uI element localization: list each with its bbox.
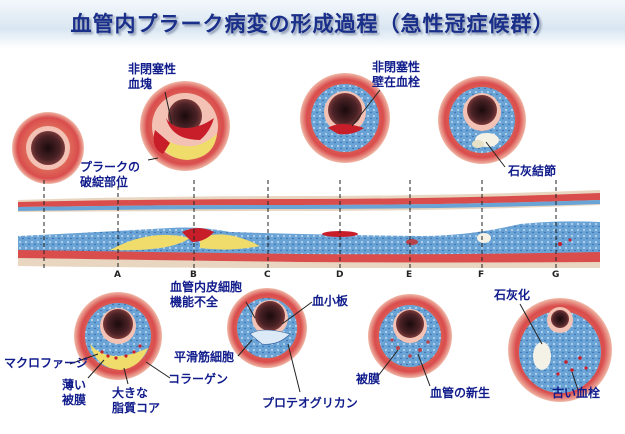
marker-f: F <box>478 270 485 280</box>
label-macrophage: マクロファージ <box>4 356 88 370</box>
section-mural-thrombus <box>300 73 390 163</box>
title-band <box>0 0 625 48</box>
label-calcified-nodule: 石灰結節 <box>508 164 557 178</box>
label-thin-cap: 薄い 被膜 <box>62 378 87 407</box>
label-cap: 被膜 <box>356 372 381 386</box>
section-vulnerable-plaque <box>74 292 162 380</box>
label-old-thrombus: 古い血栓 <box>552 386 601 400</box>
section-calcified-nodule <box>438 76 526 164</box>
label-plaque-rupture: プラークの 破綻部位 <box>80 160 141 189</box>
marker-e: E <box>406 270 413 280</box>
marker-c: C <box>264 270 271 280</box>
label-calcification: 石灰化 <box>494 288 531 302</box>
page-title: 血管内プラーク病変の形成過程（急性冠症候群） <box>70 12 555 36</box>
bottom-leaders <box>69 301 579 393</box>
section-plaque-rupture <box>140 81 230 171</box>
section-healed-plaque <box>508 298 612 402</box>
section-lines <box>43 180 557 268</box>
label-smooth-muscle: 平滑筋細胞 <box>174 350 235 364</box>
label-collagen: コラーゲン <box>168 372 229 386</box>
label-neovascularization: 血管の新生 <box>430 386 491 400</box>
label-nonocclusive-clot: 非閉塞性 血塊 <box>128 62 177 91</box>
marker-g: G <box>552 270 560 280</box>
label-large-lipid-core: 大きな 脂質コア <box>112 386 161 415</box>
label-nonocclusive-mural: 非閉塞性 壁在血栓 <box>372 60 421 89</box>
marker-b: B <box>190 270 197 280</box>
top-leaders <box>147 89 506 168</box>
section-neovascularization <box>368 294 452 378</box>
label-proteoglycan: プロテオグリカン <box>262 396 358 410</box>
label-platelets: 血小板 <box>312 294 349 308</box>
section-normal <box>12 112 84 184</box>
marker-d: D <box>336 270 344 280</box>
label-endothelial-dysfunction: 血管内皮細胞 機能不全 <box>170 280 243 309</box>
marker-a: A <box>114 270 121 280</box>
longitudinal-vessel <box>18 190 600 268</box>
